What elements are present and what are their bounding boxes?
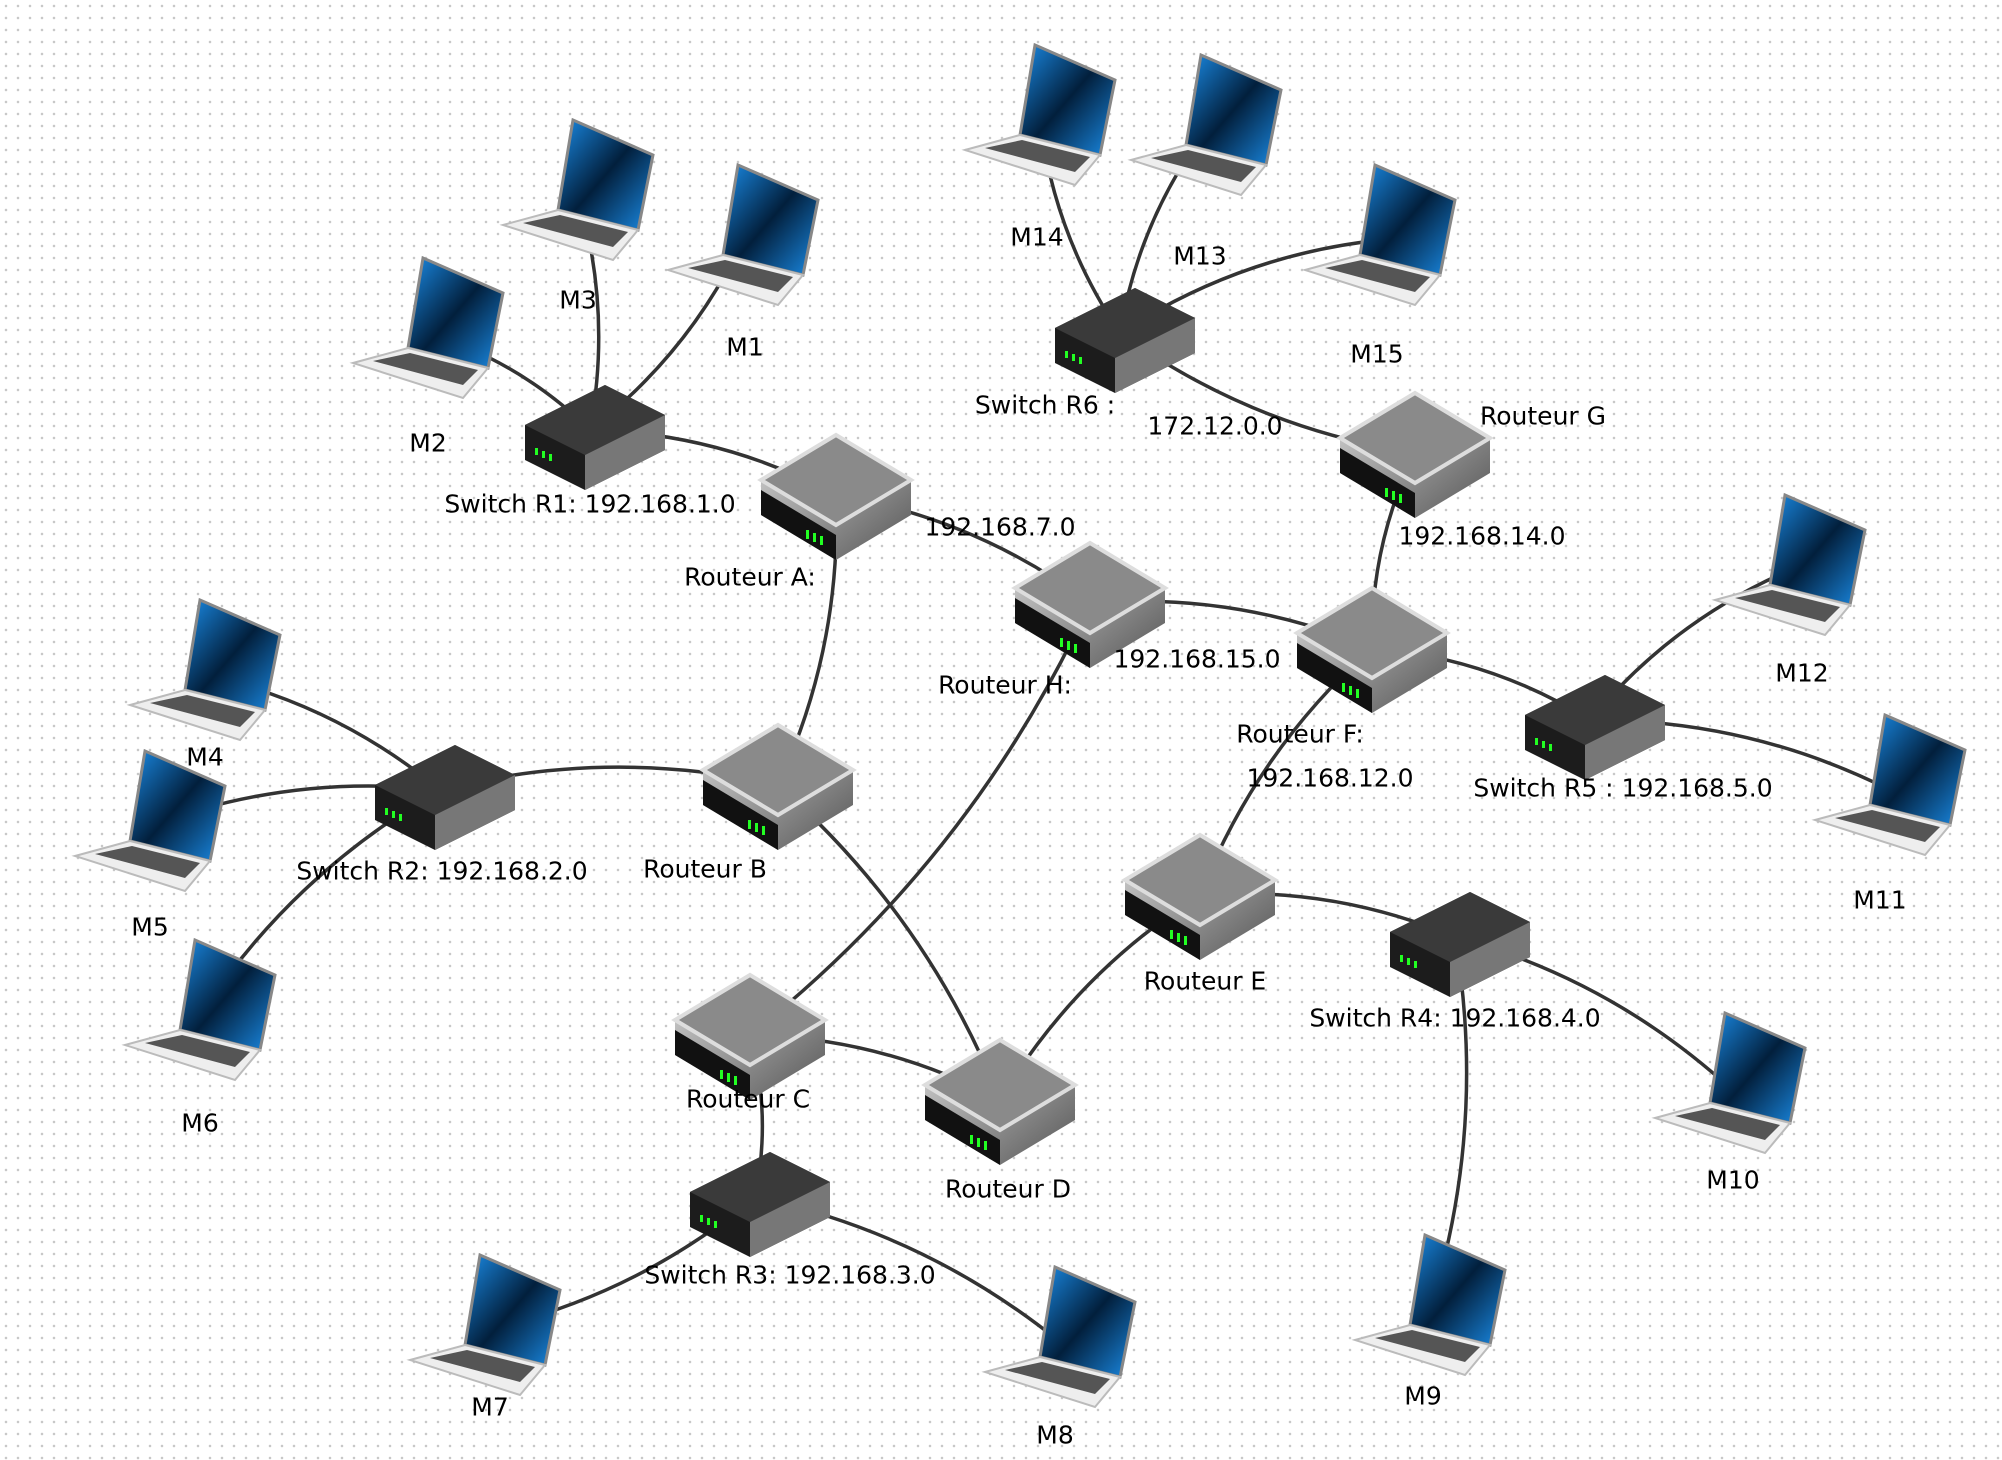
router-RG[interactable]: [1336, 390, 1494, 518]
label-M2: M2: [409, 428, 447, 458]
laptop-M6[interactable]: [121, 937, 277, 1082]
label-M14: M14: [1010, 222, 1064, 252]
label-M5: M5: [131, 912, 169, 942]
label-M12: M12: [1775, 658, 1829, 688]
router-RB[interactable]: [699, 722, 857, 850]
router-RC[interactable]: [671, 972, 829, 1100]
label-RA: Routeur A:: [684, 562, 816, 592]
label-S5: Switch R5 : 192.168.5.0: [1473, 773, 1773, 803]
laptop-M3[interactable]: [499, 117, 655, 262]
label-M10: M10: [1706, 1165, 1760, 1195]
router-RD[interactable]: [921, 1037, 1079, 1165]
laptop-M11[interactable]: [1811, 712, 1967, 857]
label-S6: Switch R6 :: [974, 390, 1116, 420]
switch-S2[interactable]: [375, 745, 515, 850]
router-RH[interactable]: [1011, 540, 1169, 668]
network-address-label: 192.168.12.0: [1246, 763, 1414, 793]
laptop-M4[interactable]: [126, 597, 282, 742]
label-M4: M4: [186, 742, 224, 772]
switch-S1[interactable]: [525, 385, 665, 490]
label-S1: Switch R1: 192.168.1.0: [444, 489, 736, 519]
label-M13: M13: [1173, 241, 1227, 271]
network-address-label: 192.168.14.0: [1398, 521, 1566, 551]
network-address-label: 192.168.15.0: [1113, 644, 1281, 674]
label-RE: Routeur E: [1143, 966, 1267, 996]
label-M1: M1: [726, 332, 764, 362]
laptop-M8[interactable]: [981, 1264, 1137, 1409]
label-M8: M8: [1036, 1420, 1074, 1450]
label-RB: Routeur B: [643, 854, 767, 884]
label-M6: M6: [181, 1108, 219, 1138]
label-M11: M11: [1853, 885, 1907, 915]
label-S3: Switch R3: 192.168.3.0: [644, 1260, 936, 1290]
label-RC: Routeur C: [685, 1084, 811, 1114]
laptop-M9[interactable]: [1351, 1232, 1507, 1377]
switch-S3[interactable]: [690, 1152, 830, 1257]
network-address-label: 192.168.7.0: [924, 512, 1076, 542]
label-RH: Routeur H:: [938, 670, 1072, 700]
switch-S6[interactable]: [1055, 288, 1195, 393]
router-RE[interactable]: [1121, 832, 1279, 960]
label-S4: Switch R4: 192.168.4.0: [1309, 1003, 1601, 1033]
switch-S5[interactable]: [1525, 675, 1665, 780]
router-RA[interactable]: [757, 432, 915, 560]
laptop-M10[interactable]: [1651, 1010, 1807, 1155]
laptop-M1[interactable]: [664, 162, 820, 307]
router-RF[interactable]: [1293, 585, 1451, 713]
label-M15: M15: [1350, 339, 1404, 369]
laptop-M2[interactable]: [349, 255, 505, 400]
laptop-M14[interactable]: [961, 42, 1117, 187]
label-M7: M7: [471, 1392, 509, 1422]
label-M9: M9: [1404, 1381, 1442, 1411]
link-RH-RC: [748, 602, 1092, 1037]
label-S2: Switch R2: 192.168.2.0: [296, 856, 588, 886]
network-address-label: 172.12.0.0: [1147, 411, 1283, 441]
laptop-M5[interactable]: [71, 748, 227, 893]
switch-S4[interactable]: [1390, 892, 1530, 997]
label-RG: Routeur G: [1479, 401, 1607, 431]
laptop-M12[interactable]: [1711, 492, 1867, 637]
label-RF: Routeur F:: [1236, 719, 1364, 749]
laptop-M7[interactable]: [406, 1252, 562, 1397]
label-M3: M3: [559, 285, 597, 315]
laptop-M15[interactable]: [1301, 162, 1457, 307]
laptop-M13[interactable]: [1127, 52, 1283, 197]
label-RD: Routeur D: [945, 1174, 1071, 1204]
